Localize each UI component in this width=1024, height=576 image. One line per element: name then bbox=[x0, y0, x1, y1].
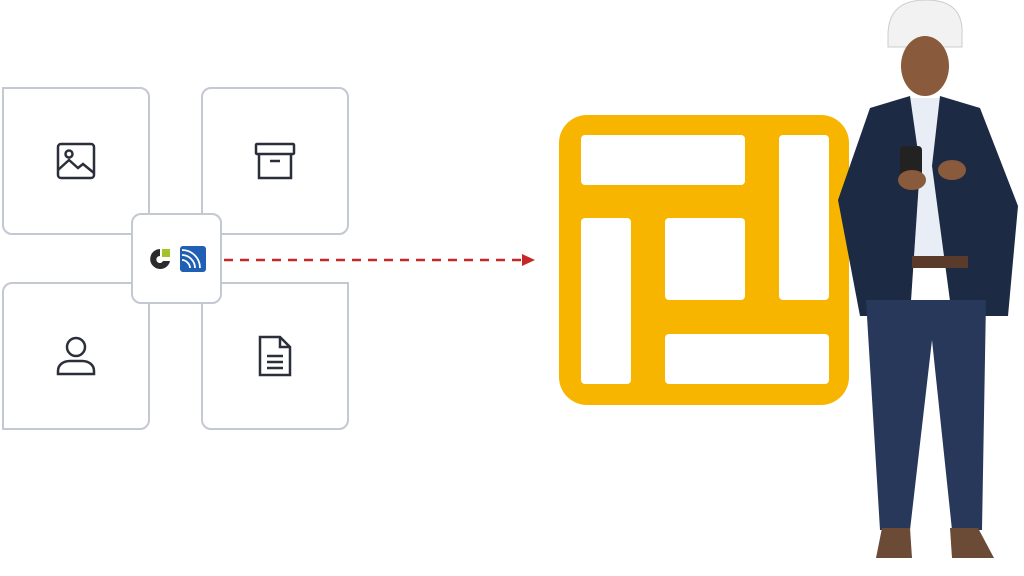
integration-hub bbox=[131, 213, 222, 304]
connection-arrow bbox=[224, 254, 535, 266]
grid-layout-logo-icon bbox=[559, 115, 849, 405]
user-icon bbox=[56, 336, 96, 376]
archive-box-icon bbox=[254, 142, 296, 180]
archive-tile bbox=[201, 87, 349, 235]
document-tile bbox=[201, 282, 349, 430]
c-logo-icon bbox=[149, 248, 170, 269]
image-icon bbox=[56, 142, 96, 180]
wave-logo-icon bbox=[179, 245, 206, 272]
document-icon bbox=[258, 335, 292, 377]
engineer-photo bbox=[838, 0, 1018, 558]
user-tile bbox=[2, 282, 150, 430]
image-tile bbox=[2, 87, 150, 235]
